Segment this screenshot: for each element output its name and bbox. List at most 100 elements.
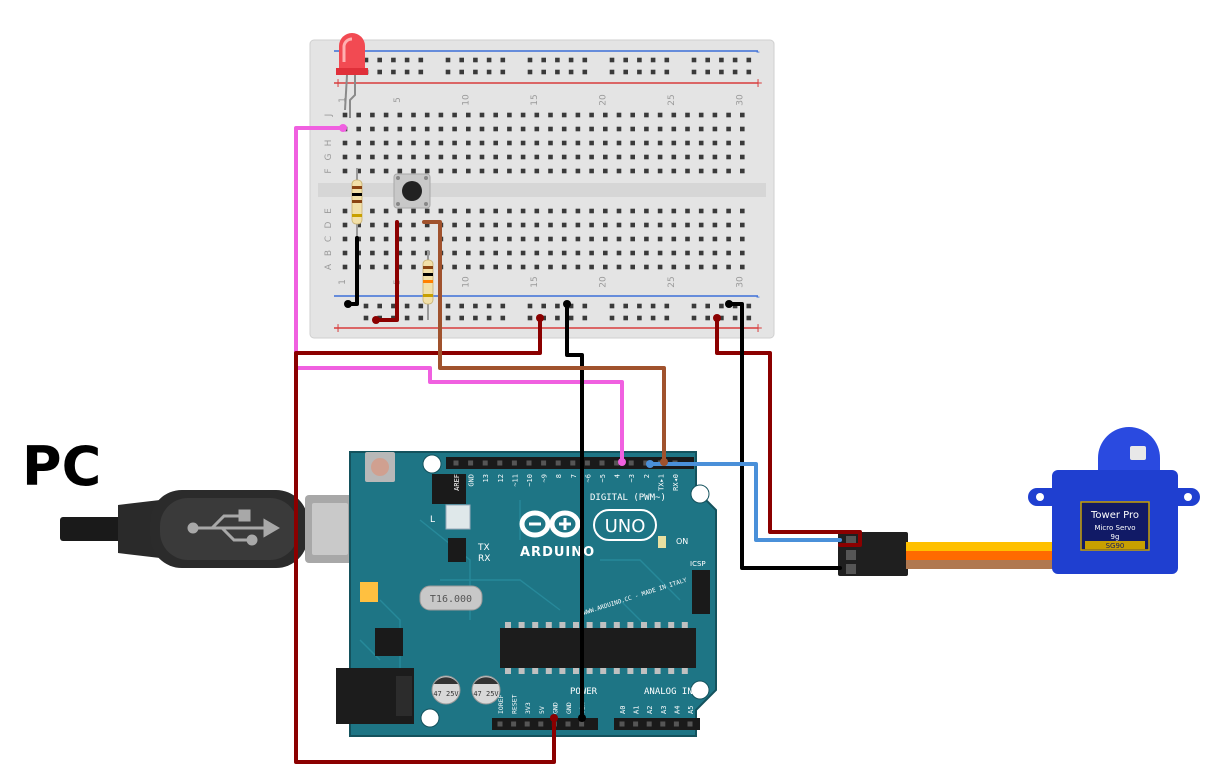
- digital-pin-hole[interactable]: [482, 460, 488, 466]
- reset-button[interactable]: [371, 458, 389, 476]
- breadboard-hole: [671, 208, 677, 214]
- analog-pin-label: A4: [673, 706, 681, 714]
- column-number: 30: [735, 94, 745, 106]
- breadboard-hole: [603, 250, 608, 256]
- breadboard-hole: [603, 236, 608, 242]
- digital-pin-hole[interactable]: [555, 460, 561, 466]
- rail-hole: [377, 303, 382, 309]
- digital-pin-hole[interactable]: [511, 460, 517, 466]
- digital-pin-hole[interactable]: [497, 460, 503, 466]
- chip-pin: [681, 622, 688, 628]
- breadboard-hole: [726, 126, 731, 132]
- breadboard-hole: [671, 236, 677, 242]
- rail-hole: [582, 303, 588, 309]
- breadboard-hole: [740, 112, 745, 118]
- digital-pin-hole[interactable]: [584, 460, 590, 466]
- chip-pin: [518, 668, 525, 674]
- breadboard-hole: [740, 208, 745, 214]
- breadboard-hole: [411, 112, 416, 118]
- breadboard-hole: [342, 250, 348, 256]
- breadboard-hole: [507, 154, 512, 160]
- breadboard-hole: [657, 236, 663, 242]
- breadboard-hole: [383, 126, 389, 132]
- usb-strain-relief: [118, 500, 160, 558]
- digital-pin-hole[interactable]: [614, 460, 620, 466]
- rail-hole: [459, 69, 464, 75]
- digital-pwm-label: DIGITAL (PWM~): [590, 493, 666, 503]
- column-number: 10: [461, 276, 471, 288]
- breadboard-hole: [657, 126, 663, 132]
- breadboard-hole: [397, 112, 403, 118]
- breadboard-hole: [507, 112, 512, 118]
- breadboard-hole: [383, 236, 389, 242]
- breadboard-hole: [534, 236, 540, 242]
- breadboard-hole: [479, 250, 485, 256]
- digital-pin-hole[interactable]: [599, 460, 605, 466]
- breadboard-hole: [342, 140, 348, 146]
- breadboard-hole: [356, 168, 361, 174]
- digital-pin-hole[interactable]: [541, 460, 547, 466]
- breadboard-hole: [479, 264, 485, 270]
- rail-hole: [363, 303, 369, 309]
- rail-hole: [650, 303, 656, 309]
- breadboard-hole: [589, 222, 594, 228]
- analog-pin-hole[interactable]: [633, 721, 639, 727]
- breadboard-hole: [452, 222, 457, 228]
- analog-pin-hole[interactable]: [619, 721, 625, 727]
- rail-hole: [664, 303, 670, 309]
- breadboard-hole: [370, 112, 375, 118]
- power-pin-hole[interactable]: [538, 721, 544, 727]
- rail-hole: [691, 57, 697, 63]
- rail-hole: [527, 69, 533, 75]
- breadboard-hole: [397, 126, 403, 132]
- rail-hole: [391, 69, 396, 75]
- rail-hole: [555, 303, 560, 309]
- breadboard-hole: [356, 126, 361, 132]
- breadboard-hole: [561, 126, 567, 132]
- digital-pin-hole[interactable]: [468, 460, 474, 466]
- power-pin-hole[interactable]: [497, 721, 503, 727]
- digital-pin-hole[interactable]: [570, 460, 576, 466]
- breadboard-hole: [479, 126, 485, 132]
- analog-pin-hole[interactable]: [660, 721, 666, 727]
- row-letter: H: [324, 140, 334, 147]
- rail-hole: [650, 57, 656, 63]
- rail-hole: [486, 69, 492, 75]
- breadboard-hole: [397, 222, 403, 228]
- power-pin-label: 5V: [538, 706, 546, 714]
- digital-pin-label: 4: [614, 474, 622, 478]
- digital-pin-hole[interactable]: [526, 460, 532, 466]
- breadboard-hole: [452, 208, 457, 214]
- breadboard-hole: [644, 222, 649, 228]
- power-pin-hole[interactable]: [524, 721, 530, 727]
- chip-pin: [573, 668, 579, 674]
- analog-pin-hole[interactable]: [687, 721, 693, 727]
- power-pin-hole[interactable]: [579, 721, 585, 727]
- power-pin-hole[interactable]: [565, 721, 571, 727]
- rail-hole: [418, 315, 424, 321]
- digital-pin-hole[interactable]: [453, 460, 459, 466]
- digital-pin-hole[interactable]: [628, 460, 634, 466]
- row-letter: A: [324, 263, 334, 270]
- breadboard-hole: [589, 154, 594, 160]
- fuse: [360, 582, 378, 602]
- power-pin-hole[interactable]: [511, 721, 517, 727]
- breadboard-hole: [411, 154, 416, 160]
- chip-pin: [627, 622, 634, 628]
- rail-hole: [664, 57, 670, 63]
- dc-power-jack-front: [396, 676, 412, 716]
- analog-pin-hole[interactable]: [646, 721, 652, 727]
- analog-pin-label: A3: [660, 706, 668, 714]
- digital-pin-hole[interactable]: [643, 460, 649, 466]
- breadboard-hole: [657, 140, 663, 146]
- analog-pin-hole[interactable]: [673, 721, 679, 727]
- rail-hole: [418, 57, 424, 63]
- breadboard-hole: [493, 236, 498, 242]
- rail-hole: [404, 303, 410, 309]
- breadboard-hole: [493, 264, 498, 270]
- breadboard-hole: [534, 264, 540, 270]
- breadboard-hole: [548, 168, 553, 174]
- breadboard-hole: [548, 112, 553, 118]
- breadboard-hole: [370, 154, 375, 160]
